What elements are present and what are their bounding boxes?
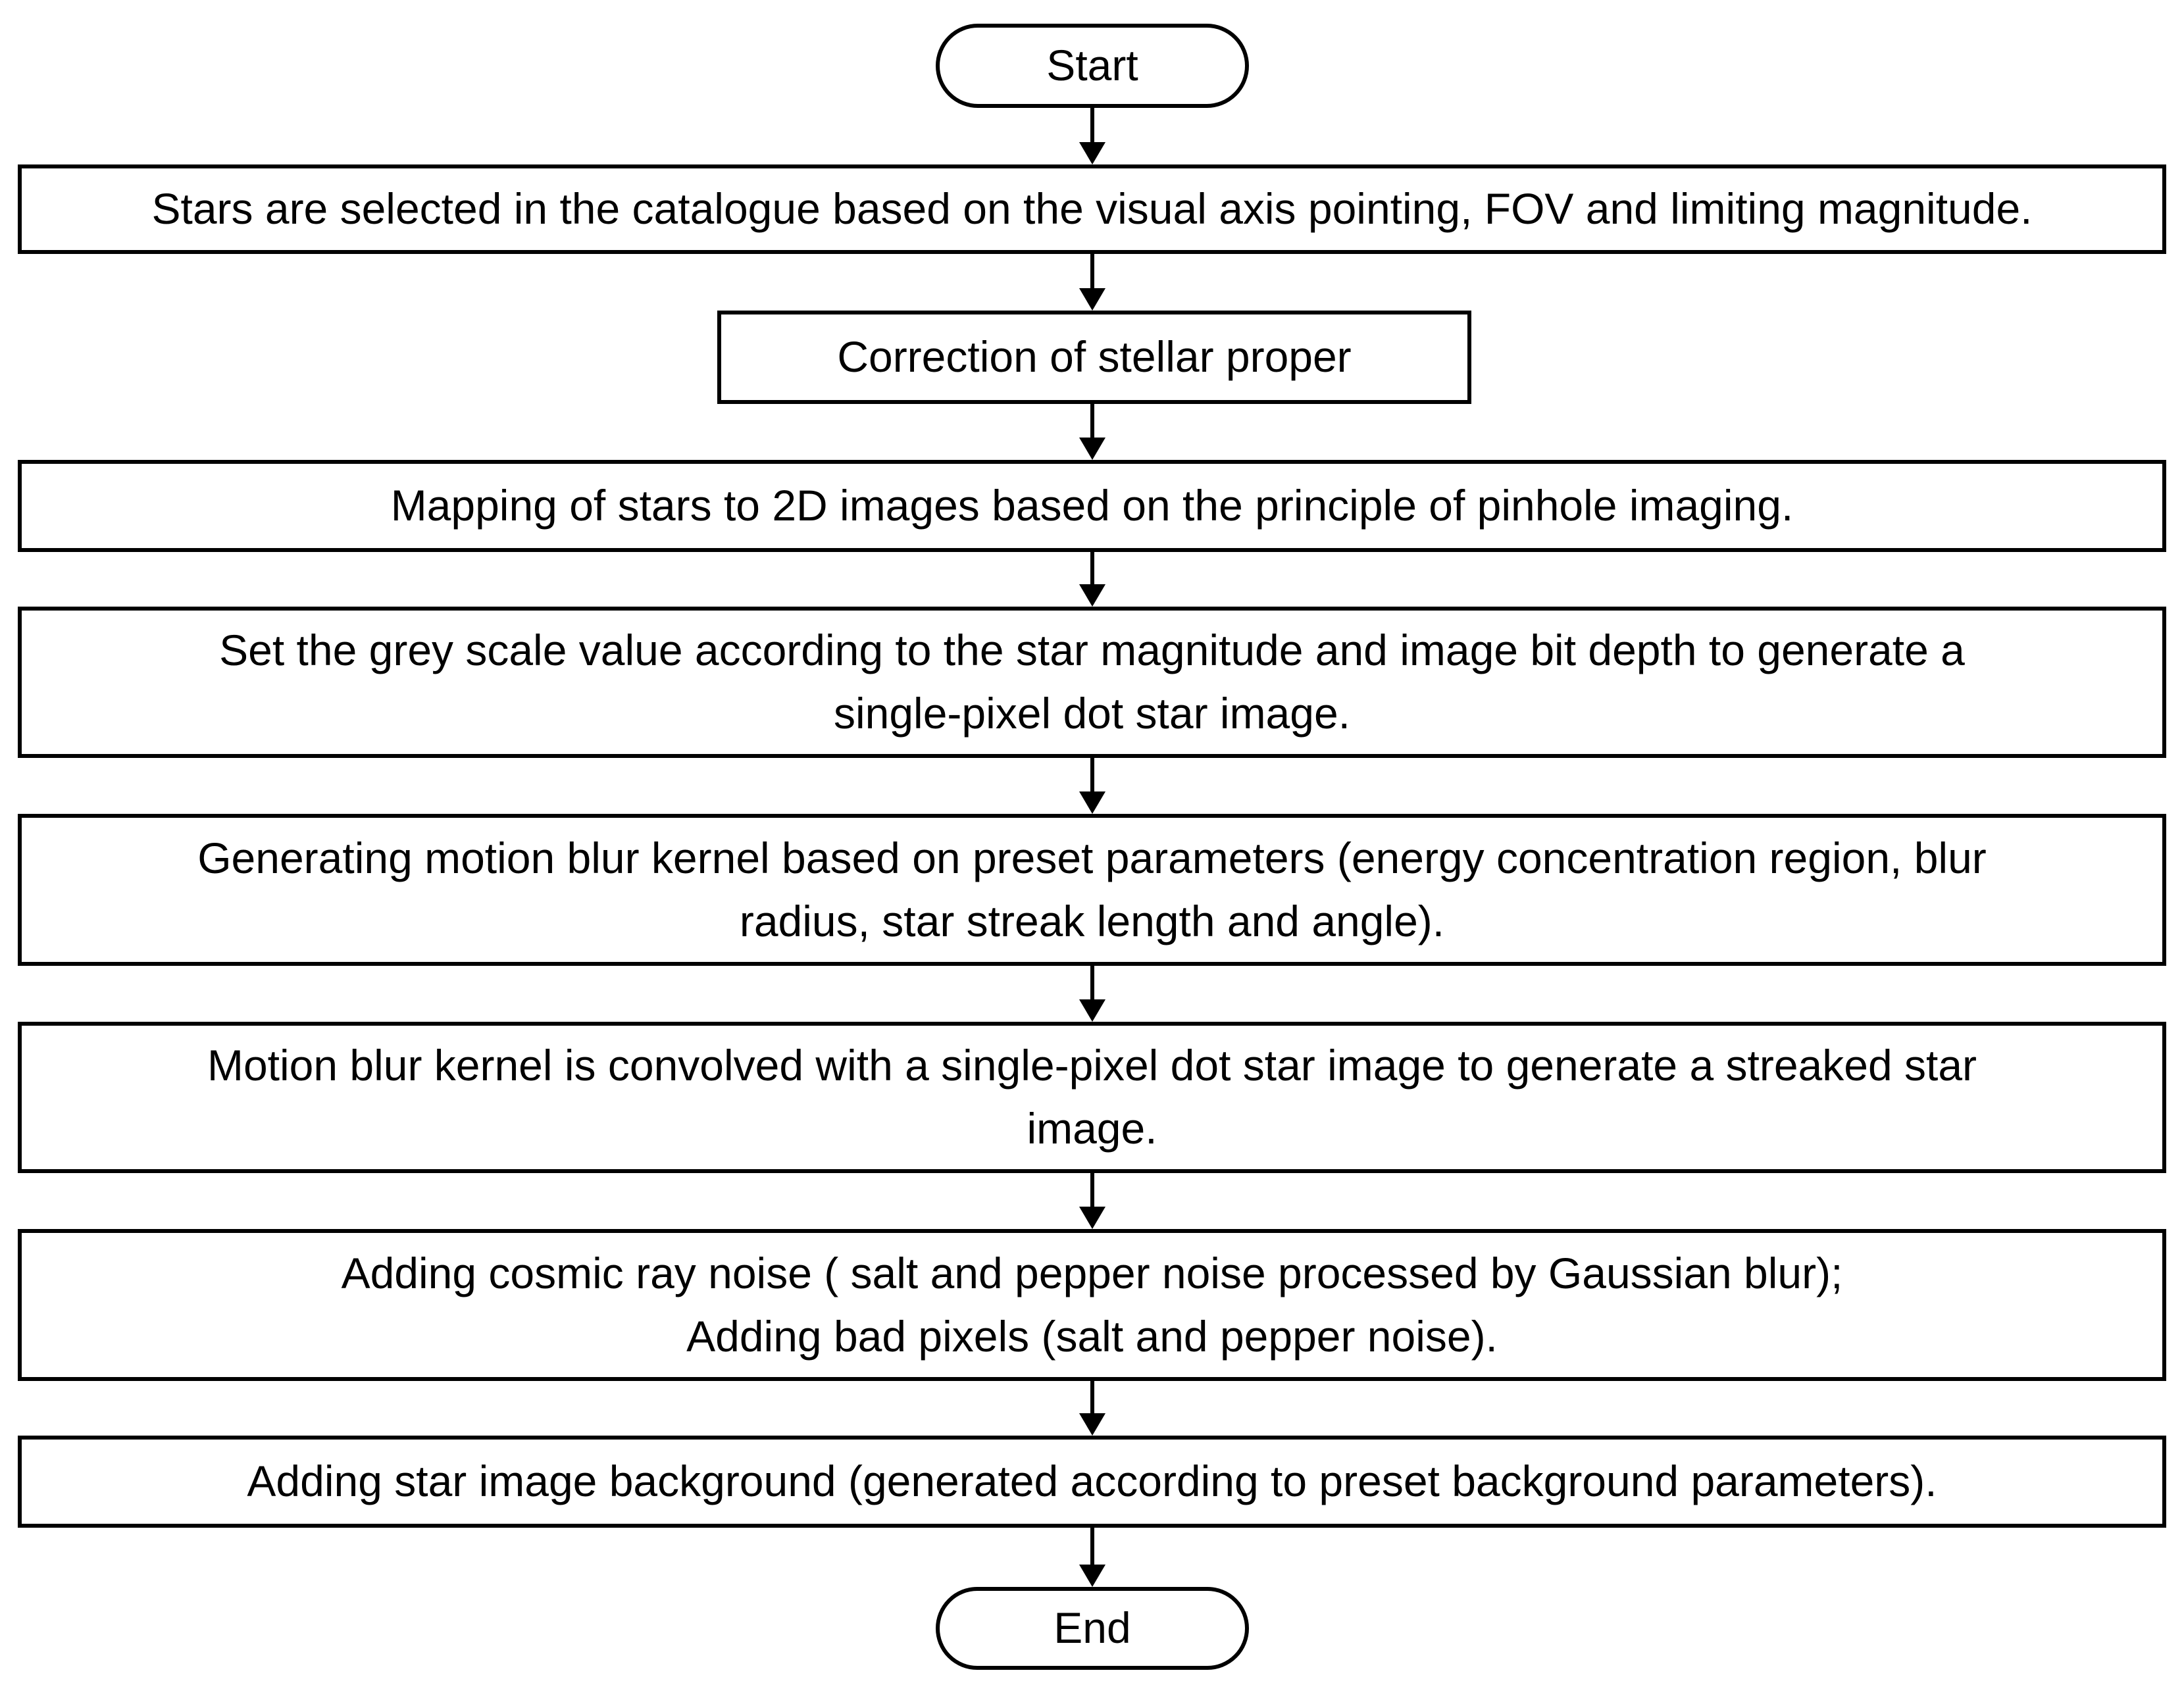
arrowhead-icon xyxy=(1079,1565,1105,1587)
arrowhead-icon xyxy=(1079,288,1105,311)
arrowhead-icon xyxy=(1079,791,1105,814)
step-label: Motion blur kernel is convolved with a s… xyxy=(207,1041,1977,1153)
start-label: Start xyxy=(1046,41,1138,90)
step-select-stars: Stars are selected in the catalogue base… xyxy=(18,164,2166,254)
step-label: Correction of stellar proper xyxy=(837,332,1352,382)
step-convolution: Motion blur kernel is convolved with a s… xyxy=(18,1022,2166,1173)
step-label: Stars are selected in the catalogue base… xyxy=(151,184,2033,234)
end-label: End xyxy=(1054,1603,1131,1653)
arrowhead-icon xyxy=(1079,999,1105,1022)
step-background: Adding star image background (generated … xyxy=(18,1436,2166,1528)
step-proper-motion-correction: Correction of stellar proper xyxy=(717,311,1471,404)
arrowhead-icon xyxy=(1079,142,1105,164)
step-label: Adding cosmic ray noise ( salt and peppe… xyxy=(341,1248,1843,1361)
arrowhead-icon xyxy=(1079,584,1105,607)
step-label: Mapping of stars to 2D images based on t… xyxy=(390,481,1794,530)
end-terminal: End xyxy=(936,1587,1249,1670)
step-pinhole-mapping: Mapping of stars to 2D images based on t… xyxy=(18,460,2166,552)
arrowhead-icon xyxy=(1079,1413,1105,1436)
step-label: Adding star image background (generated … xyxy=(247,1457,1937,1506)
step-grey-scale: Set the grey scale value according to th… xyxy=(18,607,2166,758)
start-terminal: Start xyxy=(936,24,1249,108)
step-label: Set the grey scale value according to th… xyxy=(219,626,1965,738)
step-noise: Adding cosmic ray noise ( salt and peppe… xyxy=(18,1229,2166,1381)
arrowhead-icon xyxy=(1079,1207,1105,1229)
arrowhead-icon xyxy=(1079,438,1105,460)
step-label: Generating motion blur kernel based on p… xyxy=(197,833,1987,945)
step-motion-blur-kernel: Generating motion blur kernel based on p… xyxy=(18,814,2166,966)
